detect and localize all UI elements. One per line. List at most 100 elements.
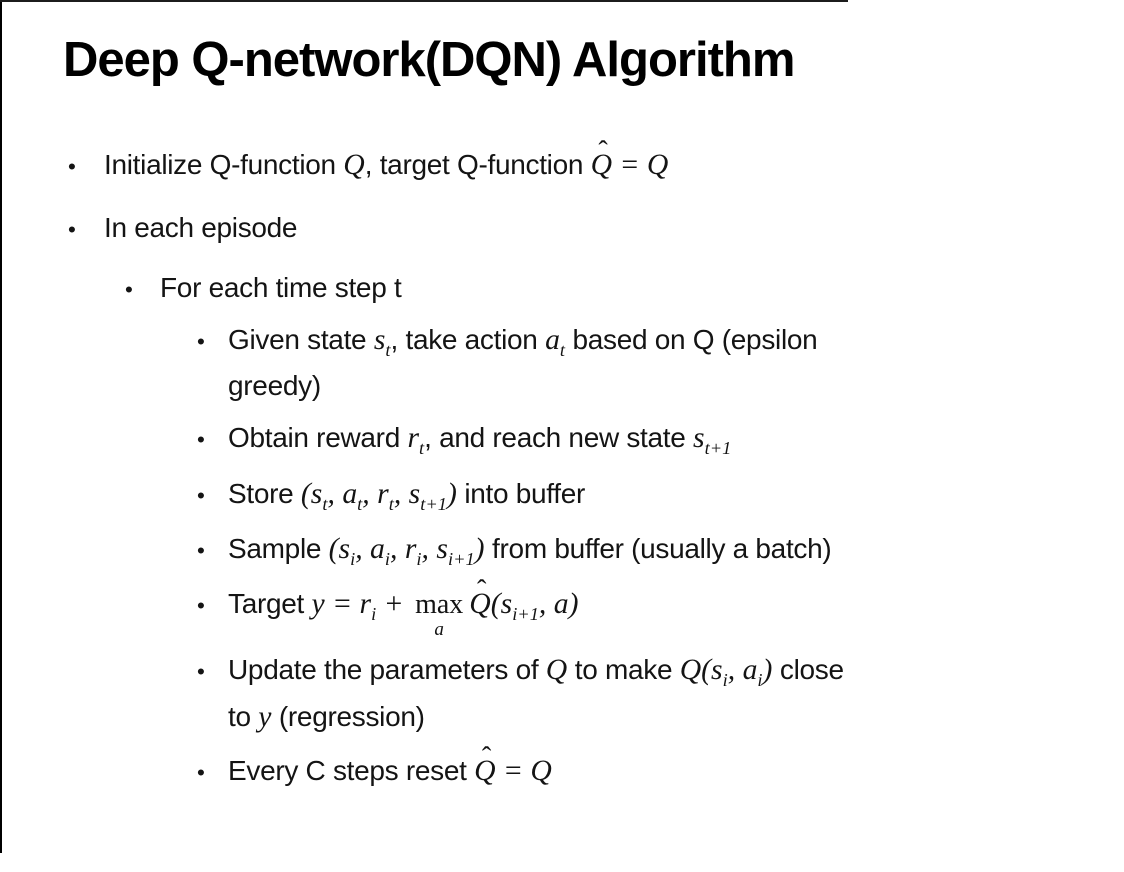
bullet-item: • In each episode (0, 206, 1124, 249)
hat-accent: ˆ (481, 742, 492, 774)
text-run: into buffer (456, 477, 586, 509)
math-run: a (553, 588, 569, 621)
math-subscripted: si+1 (436, 532, 475, 569)
text-run: , take action (390, 323, 546, 355)
text-run: (regression) (271, 700, 425, 732)
math-subscripted: ri (359, 588, 377, 625)
text-run: For each time step t (160, 271, 402, 303)
math-run: ) (446, 477, 457, 510)
math-subscripted: at (545, 323, 566, 360)
math-run: , (538, 588, 554, 621)
text-run: Store (228, 477, 301, 509)
text-run: Initialize Q-function (104, 149, 344, 180)
bullet-icon: • (197, 659, 205, 685)
text-run: Obtain reward (228, 422, 408, 454)
math-run: ( (300, 477, 311, 510)
text-run: Given state (228, 323, 374, 355)
math-run: y (258, 700, 272, 733)
bullet-text: Update the parameters of Q to make Q(si,… (228, 648, 844, 740)
math-subscripted: st (373, 323, 391, 360)
math-run: , (327, 477, 343, 510)
bullet-icon: • (197, 760, 205, 786)
math-subscripted: ai (742, 654, 763, 691)
math-run: ( (701, 654, 712, 687)
text-run: Every C steps reset (228, 755, 475, 787)
bullet-item: • Sample (si, ai, ri, si+1) from buffer (… (0, 527, 1124, 573)
bullet-icon: • (125, 276, 133, 302)
bullet-icon: • (68, 216, 76, 242)
math-run: = (324, 588, 360, 621)
slide-title: Deep Q-network(DQN) Algorithm (63, 33, 795, 87)
math-run: Q (679, 654, 702, 687)
bullet-item: • Initialize Q-function Q, target Q-funct… (0, 136, 1124, 189)
text-run: to make (567, 654, 680, 686)
text-run: , and reach new state (424, 422, 694, 454)
text-run: , target Q-function (364, 149, 591, 180)
hat-accent: ˆ (598, 136, 608, 168)
bullet-item: • Obtain reward rt, and reach new state s… (0, 416, 1124, 462)
text-run: Target (228, 588, 312, 620)
bullet-text: For each time step t (160, 266, 402, 309)
math-subscripted: st+1 (693, 422, 732, 459)
text-run: Update the parameters of (228, 654, 546, 686)
bullet-text: In each episode (104, 206, 298, 249)
math-run: ) (474, 532, 485, 565)
math-run: = Q (612, 149, 669, 181)
bullet-icon: • (197, 427, 205, 453)
bullet-item: •Update the parameters of Q to make Q(si… (0, 648, 1124, 740)
bullet-item: •Store (st, at, rt, st+1) into buffer (0, 472, 1124, 518)
math-run: ( (328, 532, 339, 565)
bullet-item: • Given state st, take action at based on… (0, 318, 1124, 407)
math-subscripted: si (711, 654, 728, 691)
bullet-text: Store (st, at, rt, st+1) into buffer (228, 472, 585, 518)
math-run: = Q (495, 755, 552, 788)
bullet-text: Given state st, take action at based on … (228, 318, 818, 407)
text-run: Sample (228, 532, 329, 564)
math-run: ) (762, 654, 773, 687)
math-subscripted: si+1 (500, 588, 539, 625)
bullet-item: • For each time step t (0, 266, 1124, 309)
math-subscripted: si (338, 532, 356, 569)
math-subscripted: at (342, 477, 363, 514)
math-subscripted: st+1 (408, 477, 447, 514)
window-edge-left (0, 0, 2, 853)
math-run: , (390, 532, 405, 565)
math-subscripted: ai (370, 532, 391, 569)
slide-body: •Initialize Q-function Q, target Q-funct… (0, 136, 1124, 804)
window-edge-top (0, 0, 848, 2)
bullet-icon: • (68, 154, 76, 179)
bullet-text: Initialize Q-function Q, target Q-functi… (104, 136, 669, 189)
text-run: In each episode (104, 211, 298, 243)
bullet-icon: • (197, 537, 205, 563)
math-run: ( (490, 588, 501, 621)
math-run: Q (545, 654, 568, 687)
math-subscripted: ri (404, 532, 422, 569)
hat-accent: ˆ (477, 575, 487, 607)
math-subscripted: st (310, 477, 328, 514)
text-run: from buffer (usually a batch) (484, 532, 832, 564)
math-run: , (362, 477, 378, 510)
math-run: , (355, 532, 371, 565)
math-run: , (421, 532, 437, 565)
math-run: Q (343, 149, 365, 181)
bullet-icon: • (197, 328, 205, 354)
math-run: + (376, 588, 412, 621)
bullet-icon: • (197, 593, 205, 619)
math-run: , (727, 654, 743, 687)
math-run: ) (568, 588, 579, 621)
math-run: , (393, 477, 409, 510)
math-subscripted: rt (377, 477, 394, 514)
math-subscripted: rt (407, 422, 425, 459)
bullet-text: Obtain reward rt, and reach new state st… (228, 416, 731, 462)
